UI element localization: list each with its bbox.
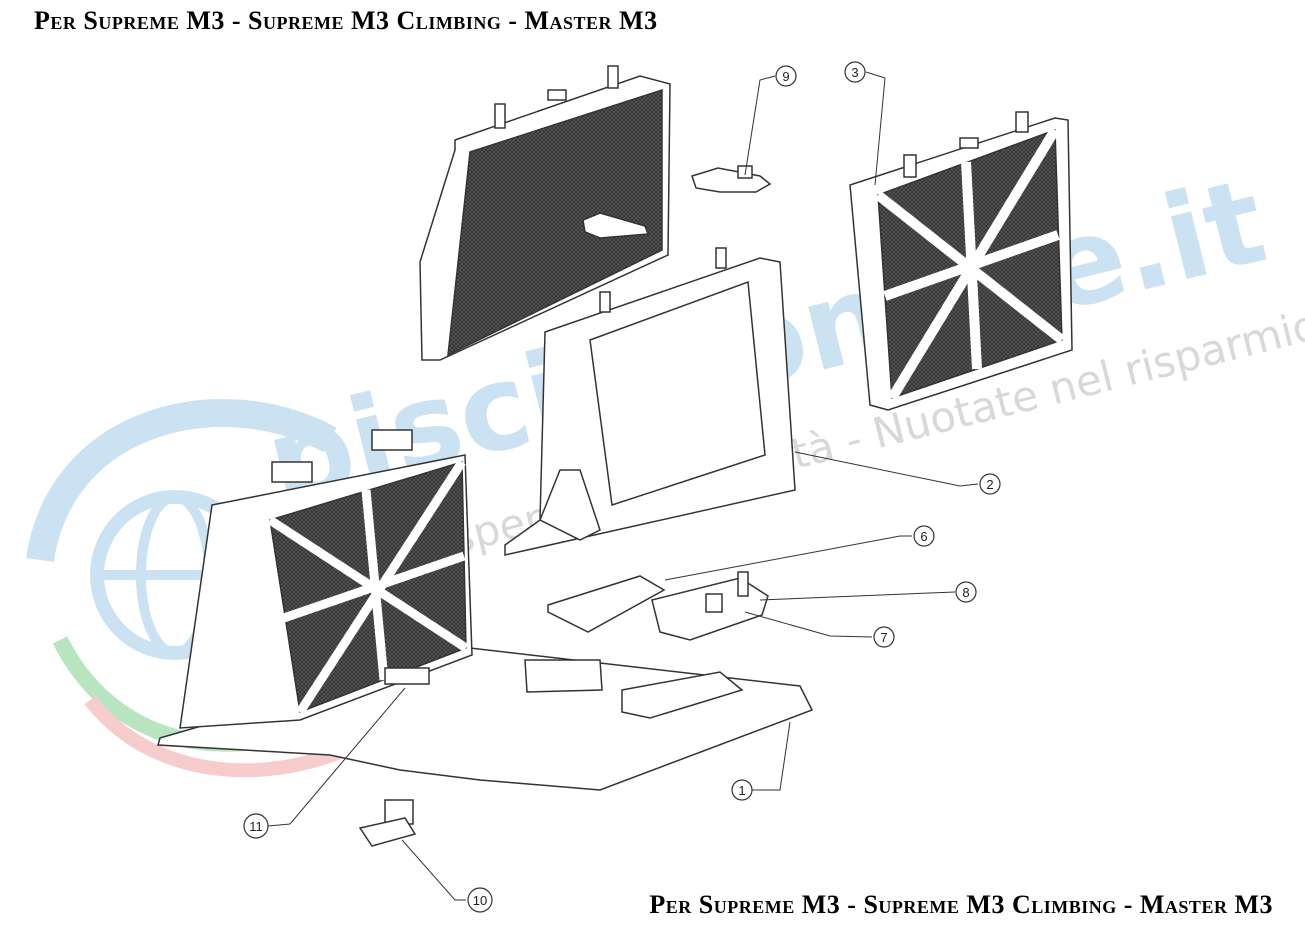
callout-3: 3	[844, 61, 866, 83]
svg-text:2: 2	[986, 477, 993, 492]
callout-8: 8	[955, 581, 977, 603]
svg-text:8: 8	[962, 585, 969, 600]
filter-mesh	[447, 88, 663, 357]
part-10-clip	[358, 799, 417, 847]
page-title-top: Per Supreme M3 - Supreme M3 Climbing - M…	[34, 6, 658, 35]
filter-panel-top-left	[419, 65, 671, 361]
part-9-clip	[691, 165, 772, 193]
callout-7: 7	[873, 626, 895, 648]
part-1-base	[157, 647, 814, 791]
svg-text:1: 1	[738, 783, 745, 798]
callout-2: 2	[979, 473, 1001, 495]
callout-11: 11	[243, 813, 269, 839]
part-7-8-bracket	[651, 571, 769, 641]
svg-text:9: 9	[782, 69, 789, 84]
callout-9: 9	[775, 65, 797, 87]
callout-10: 10	[467, 887, 493, 913]
page-title-bottom: Per Supreme M3 - Supreme M3 Climbing - M…	[649, 890, 1273, 919]
svg-text:10: 10	[473, 893, 487, 908]
part-3-filter-right	[849, 111, 1073, 411]
svg-text:6: 6	[920, 529, 927, 544]
svg-text:3: 3	[851, 65, 858, 80]
svg-text:7: 7	[880, 630, 887, 645]
filter-panel-bottom-left	[179, 429, 473, 729]
callout-leaders	[267, 71, 979, 901]
part-6-hopper-flap	[547, 575, 666, 633]
svg-text:11: 11	[249, 819, 263, 834]
part-2-frame	[504, 247, 796, 556]
callout-6: 6	[913, 525, 935, 547]
callout-1: 1	[731, 779, 753, 801]
